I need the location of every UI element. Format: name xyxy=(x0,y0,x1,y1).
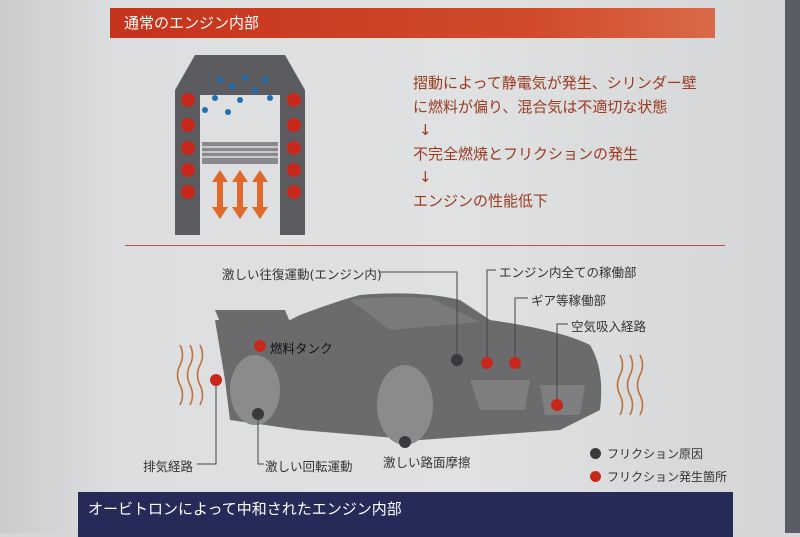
legend-cause: フリクション原因 xyxy=(590,445,727,462)
red-dot-icon xyxy=(590,471,601,482)
label-air-intake: 空気吸入経路 xyxy=(571,319,647,334)
plus-charge-icons xyxy=(181,93,301,199)
legend-occurrence-label: フリクション発生箇所 xyxy=(607,470,728,484)
desc-line: 不完全燃焼とフリクションの発生 xyxy=(413,144,639,163)
label-fuel-tank: 燃料タンク xyxy=(270,341,333,356)
down-arrow-icon: ↓ xyxy=(419,168,432,186)
label-reciprocating: 激しい往復運動(エンジン内) xyxy=(222,267,382,282)
brochure-page xyxy=(0,0,785,533)
desc-line: エンジンの性能低下 xyxy=(413,191,549,210)
friction-cause-dots xyxy=(252,354,463,448)
legend: フリクション原因 フリクション発生箇所 xyxy=(590,445,727,491)
heat-wave-icon xyxy=(176,344,644,416)
desc-line: 摺動によって静電気が発生、シリンダー壁 xyxy=(413,74,697,92)
legend-occurrence: フリクション発生箇所 xyxy=(590,468,727,485)
label-road: 激しい路面摩擦 xyxy=(383,455,471,470)
legend-cause-label: フリクション原因 xyxy=(607,447,704,461)
desc-line: に燃料が偏り、混合気は不適切な状態 xyxy=(413,97,668,116)
label-gear: ギア等稼働部 xyxy=(531,293,607,308)
dark-dot-icon xyxy=(590,448,601,459)
label-engine-parts: エンジン内全ての稼働部 xyxy=(499,265,637,280)
label-exhaust: 排気経路 xyxy=(143,459,194,474)
section-header: 通常のエンジン内部 xyxy=(110,8,715,38)
friction-description: 摺動によって静電気が発生、シリンダー壁 に燃料が偏り、混合気は不適切な状態 ↓ … xyxy=(413,72,697,213)
engine-cylinder-diagram xyxy=(175,55,305,235)
section-divider xyxy=(125,245,725,246)
page-edge xyxy=(785,0,800,533)
down-arrow-icon: ↓ xyxy=(419,121,432,139)
section-footer-header: オービトロンによって中和されたエンジン内部 xyxy=(78,492,733,537)
label-rotation: 激しい回転運動 xyxy=(265,459,353,474)
friction-occurrence-dots xyxy=(210,340,563,411)
